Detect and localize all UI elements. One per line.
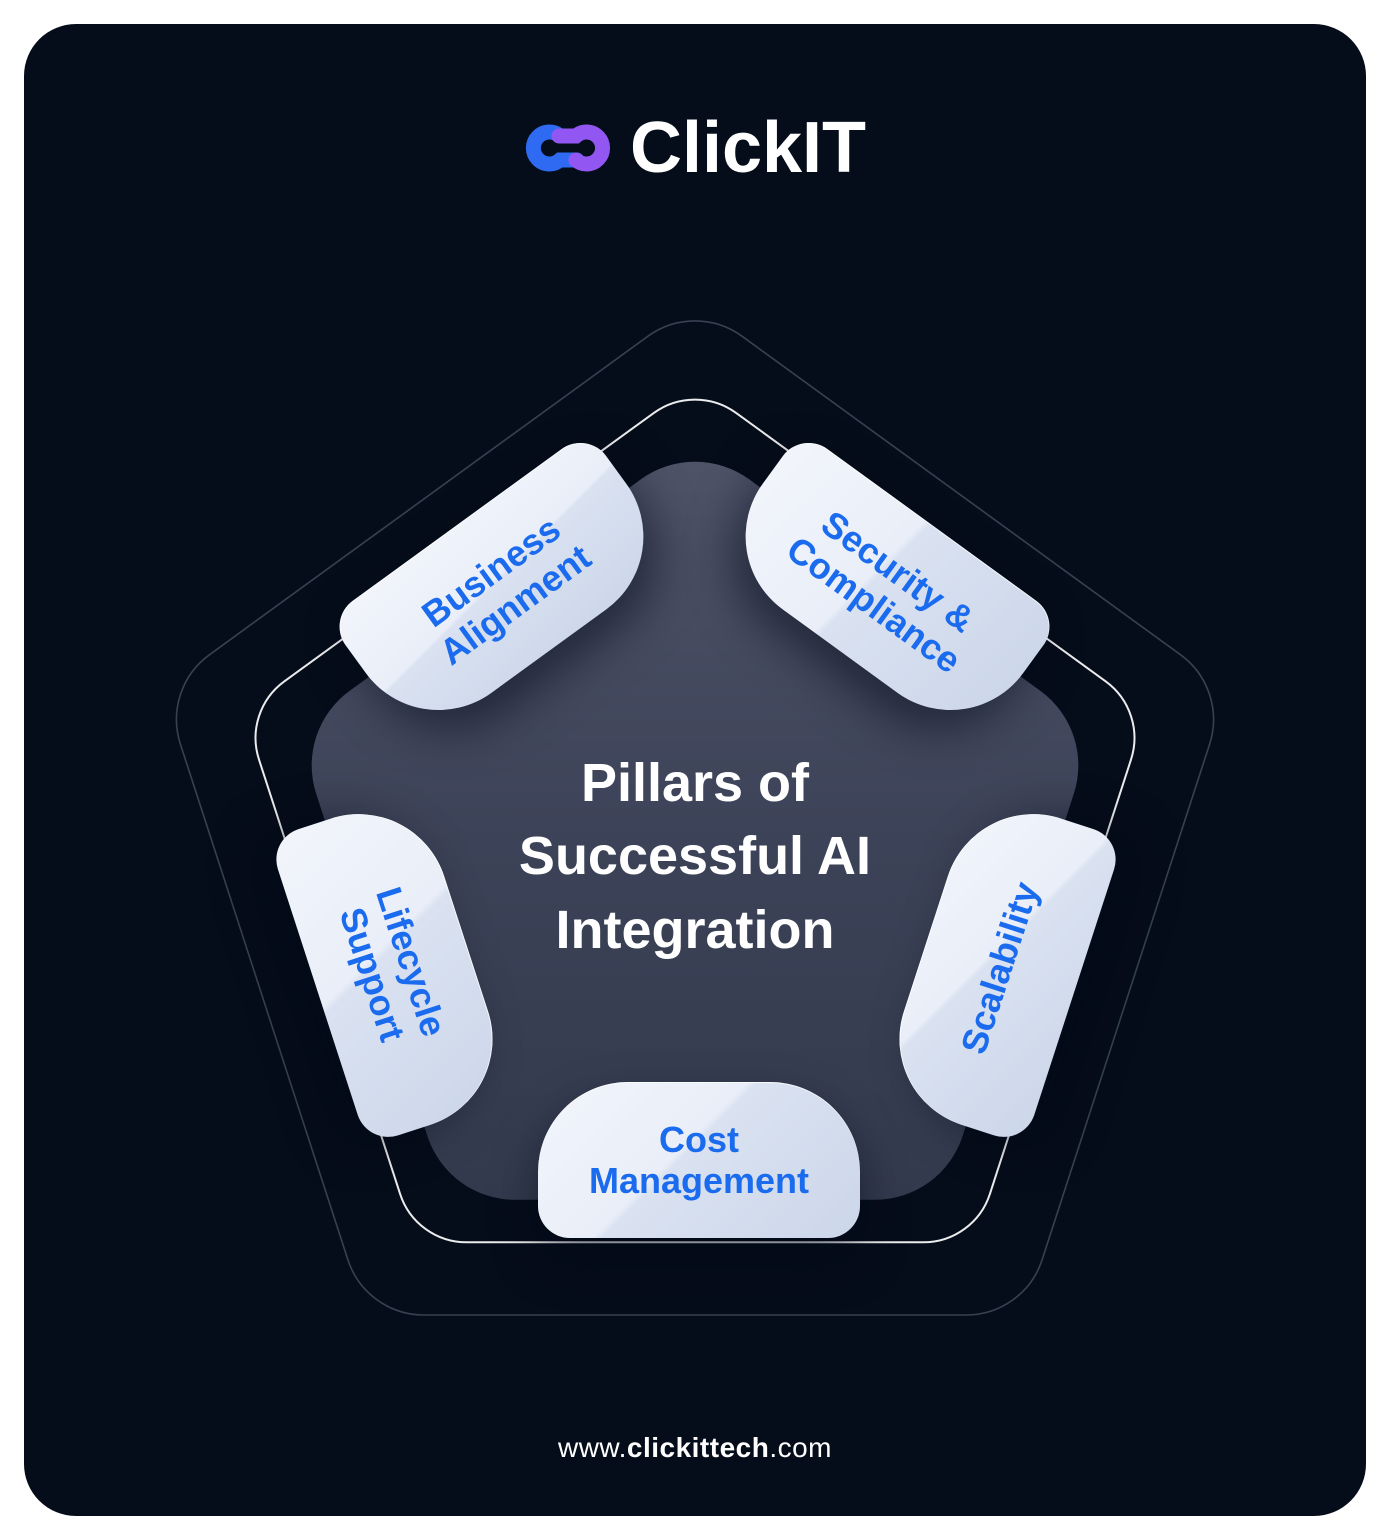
pillar-label-line: Cost xyxy=(659,1118,739,1160)
title-line-1: Pillars of xyxy=(580,752,810,813)
pillar-label-line: Management xyxy=(588,1160,810,1201)
footer-url: www.clickittech.com xyxy=(0,1432,1390,1464)
logo-link-purple xyxy=(551,124,610,172)
logo-link-blue xyxy=(525,124,585,172)
footer-url-prefix: www. xyxy=(557,1432,627,1463)
clickit-chain-link-icon xyxy=(524,121,612,175)
title-line-3: Integration xyxy=(555,899,835,960)
logo: ClickIT xyxy=(524,112,866,184)
footer-url-suffix: .com xyxy=(769,1432,833,1463)
title-line-2: Successful AI xyxy=(518,826,872,887)
pillar-label-line: Scalability xyxy=(952,876,1047,1059)
diagram-title: Pillars of Successful AI Integration xyxy=(365,747,1025,967)
footer-url-domain: clickittech xyxy=(626,1432,770,1463)
pentagon-outline-outer xyxy=(175,320,1215,1316)
clickit-logo-text: ClickIT xyxy=(629,108,867,188)
pentagon-outline-inner xyxy=(254,398,1136,1244)
pillar-cost-management: Cost Management xyxy=(538,1082,860,1238)
